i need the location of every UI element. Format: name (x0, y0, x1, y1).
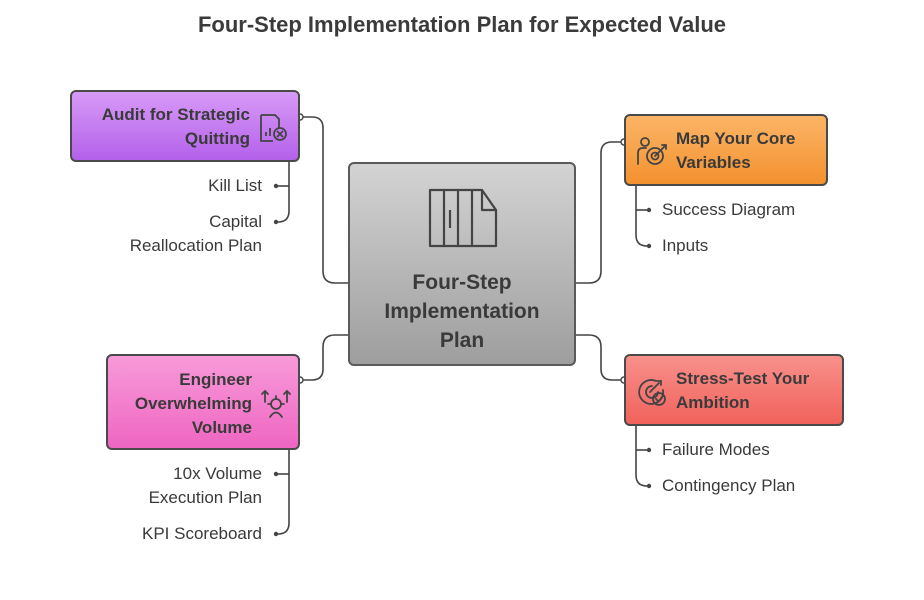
connector-stress (576, 334, 624, 381)
growth-person-icon (261, 389, 291, 418)
engineer-item-2: KPI Scoreboard (141, 524, 262, 543)
step-audit: Audit for Strategic Quitting (70, 90, 300, 162)
diagram-title: Four-Step Implementation Plan for Expect… (197, 12, 727, 37)
center-label: Four-Step Implementation Plan (384, 271, 540, 352)
connector-engineer (300, 334, 348, 381)
center-node: Four-Step Implementation Plan (348, 162, 576, 366)
branch-stress (635, 426, 650, 487)
pillars-icon (428, 188, 498, 248)
stress-item-2: Contingency Plan (662, 476, 796, 495)
step-audit-label: Audit for Strategic Quitting (101, 105, 250, 148)
step-engineer-label: Engineer Overwhelming Volume (134, 370, 252, 437)
document-remove-icon (260, 114, 287, 142)
step-stress: Stress-Test Your Ambition (624, 354, 844, 426)
audit-item-1: Kill List (208, 176, 262, 195)
step-engineer: Engineer Overwhelming Volume (106, 354, 300, 450)
target-check-icon (638, 379, 666, 406)
branch-map (635, 186, 650, 247)
step-map: Map Your Core Variables (624, 114, 828, 186)
connector-map (576, 141, 624, 284)
step-stress-label: Stress-Test Your Ambition (676, 369, 810, 412)
step-map-label: Map Your Core Variables (676, 129, 796, 172)
map-item-2: Inputs (662, 236, 709, 255)
map-item-1: Success Diagram (662, 200, 796, 219)
audit-item-2: Capital Reallocation Plan (129, 212, 262, 255)
person-target-icon (637, 137, 667, 165)
connector-audit (300, 116, 348, 284)
stress-item-1: Failure Modes (662, 440, 770, 459)
branch-audit (275, 162, 290, 223)
branch-engineer (275, 450, 290, 535)
engineer-item-1: 10x Volume Execution Plan (148, 464, 262, 507)
